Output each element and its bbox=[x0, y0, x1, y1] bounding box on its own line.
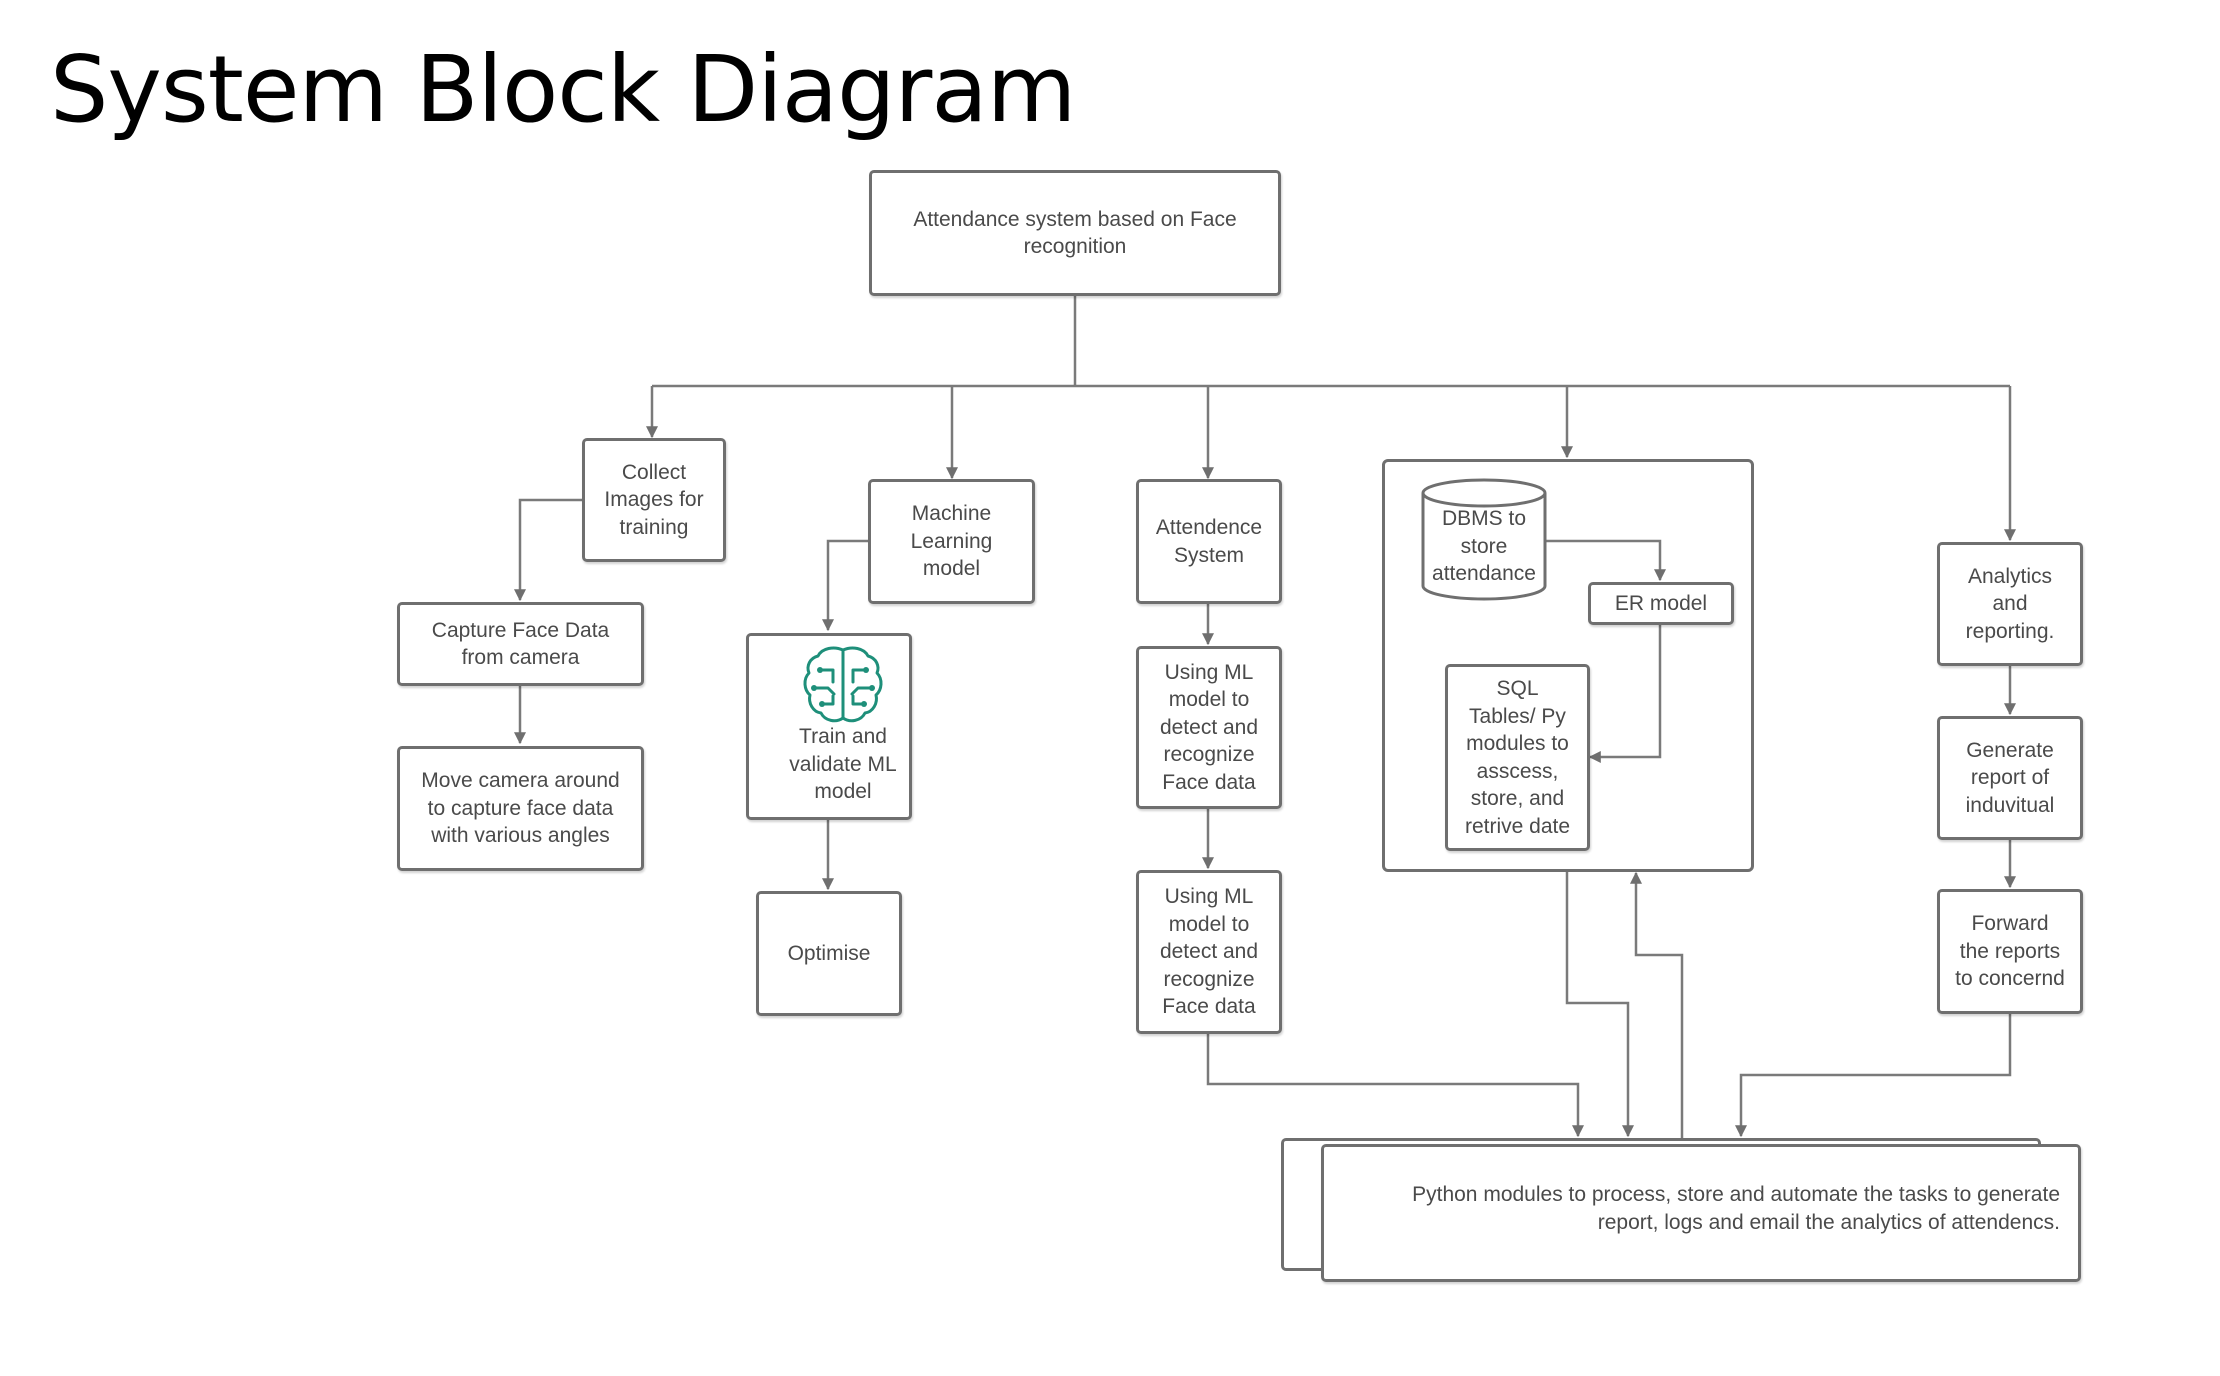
arrow-ml-to-train bbox=[822, 539, 868, 632]
page-title: System Block Diagram bbox=[50, 36, 1076, 143]
arrow-collect-to-capture bbox=[514, 498, 582, 602]
arrow-dbms-to-er bbox=[1546, 539, 1666, 582]
dbms-cylinder bbox=[1421, 478, 1547, 601]
python-modules-node: Python modules to process, store and aut… bbox=[1321, 1144, 2081, 1282]
arrow-er-to-sql bbox=[1588, 624, 1662, 763]
arrow-forward-to-python bbox=[1735, 1013, 2012, 1138]
optimise-node: Optimise bbox=[756, 891, 902, 1016]
brain-circuit-icon bbox=[803, 646, 883, 723]
er-model-node: ER model bbox=[1588, 582, 1734, 625]
arrow-db-to-python bbox=[1565, 870, 1634, 1138]
database-group bbox=[1382, 459, 1754, 872]
arrow-python-to-db bbox=[1630, 871, 1684, 1138]
train-validate-node bbox=[746, 633, 912, 820]
arrow-using-ml-2-to-python bbox=[1206, 1033, 1584, 1138]
